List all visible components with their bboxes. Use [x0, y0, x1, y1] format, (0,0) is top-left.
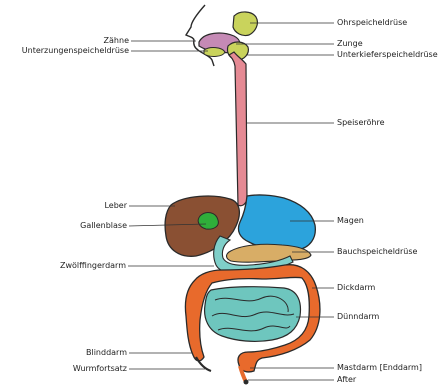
pancreas — [227, 244, 311, 262]
label-magen: Magen — [337, 216, 364, 226]
label-dickdarm: Dickdarm — [337, 283, 375, 293]
label-after: After — [337, 375, 356, 385]
label-gallenblase: Gallenblase — [80, 221, 127, 231]
label-unterkieferspeicheldruese: Unterkieferspeicheldrüse — [337, 50, 438, 60]
esophagus — [229, 52, 247, 206]
label-unterzungenspeicheldruese: Unterzungenspeicheldrüse — [22, 46, 129, 56]
label-zwoelffingerdarm: Zwölffingerdarm — [60, 261, 126, 271]
gallbladder — [198, 213, 218, 230]
label-blinddarm: Blinddarm — [86, 348, 127, 358]
sublingual-gland — [204, 48, 225, 57]
label-zunge: Zunge — [337, 39, 363, 49]
label-duenndarm: Dünndarm — [337, 312, 379, 322]
label-zaehne: Zähne — [104, 36, 129, 46]
label-leber: Leber — [104, 201, 127, 211]
parotid-gland — [233, 12, 257, 36]
label-ohrspeicheldruese: Ohrspeicheldrüse — [337, 18, 407, 28]
label-wurmfortsatz: Wurmfortsatz — [73, 364, 127, 374]
label-bauchspeicheldruese: Bauchspeicheldrüse — [337, 247, 417, 257]
stomach — [238, 195, 315, 251]
anus — [244, 380, 249, 385]
label-mastdarm: Mastdarm [Enddarm] — [337, 363, 422, 373]
label-speiseroehre: Speiseröhre — [337, 118, 385, 128]
